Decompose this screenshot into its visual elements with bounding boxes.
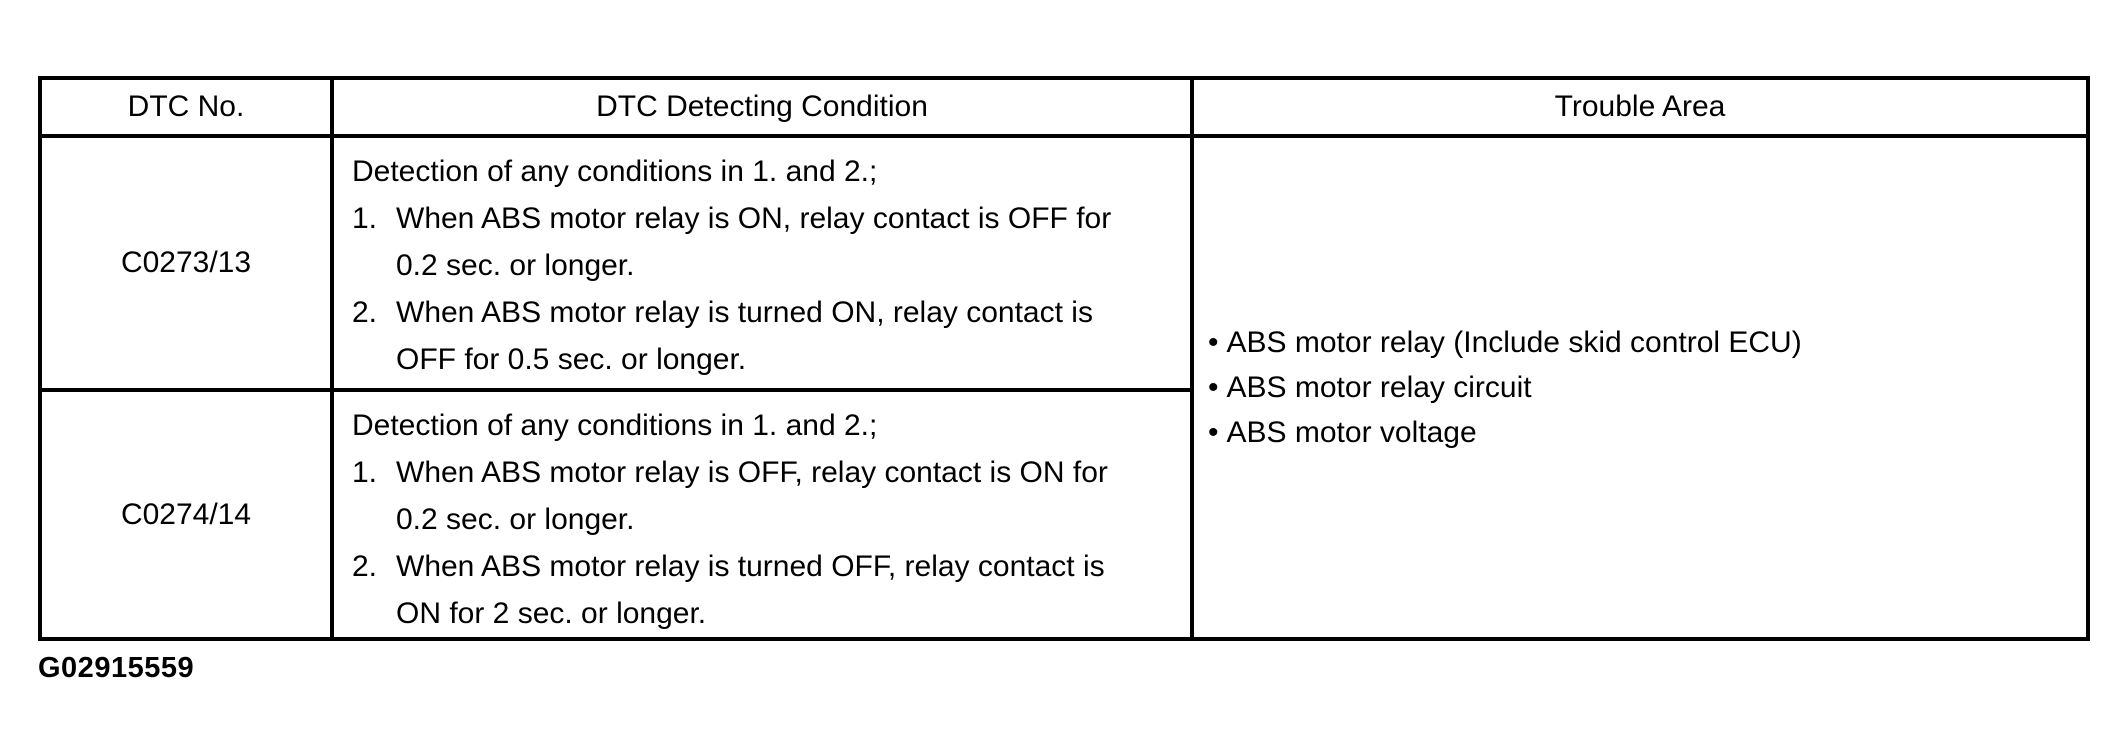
condition-intro: Detection of any conditions in 1. and 2.… [352, 155, 878, 188]
table-row: C0273/13 Detection of any conditions in … [38, 134, 2090, 641]
figure-id-label: G02915559 [38, 652, 195, 684]
condition-item-1: 1. When ABS motor relay is ON, relay con… [352, 195, 1174, 289]
condition-item-text: When ABS motor relay is OFF, relay conta… [396, 456, 1108, 536]
condition-item-1: 1. When ABS motor relay is OFF, relay co… [352, 449, 1174, 543]
trouble-area-list: ABS motor relay (Include skid control EC… [1208, 320, 2076, 455]
condition-item-text: When ABS motor relay is turned OFF, rela… [396, 550, 1105, 630]
condition-item-text: When ABS motor relay is ON, relay contac… [396, 202, 1112, 282]
dtc-number-c0273: C0273/13 [38, 134, 334, 392]
dtc-number-c0274: C0274/14 [38, 388, 334, 641]
condition-intro: Detection of any conditions in 1. and 2.… [352, 409, 878, 442]
trouble-area-item: ABS motor voltage [1208, 410, 2076, 455]
trouble-area-item: ABS motor relay circuit [1208, 365, 2076, 410]
table-row: C0274/14 Detection of any conditions in … [38, 388, 2088, 641]
condition-item-text: When ABS motor relay is turned ON, relay… [396, 296, 1093, 376]
condition-item-number: 2. [352, 296, 378, 329]
condition-item-number: 1. [352, 456, 378, 489]
condition-item-number: 1. [352, 202, 378, 235]
trouble-area-item: ABS motor relay (Include skid control EC… [1208, 320, 2076, 365]
condition-item-2: 2. When ABS motor relay is turned OFF, r… [352, 543, 1174, 637]
table-header-row: DTC No. DTC Detecting Condition Trouble … [38, 76, 2090, 138]
column-header-trouble-area: Trouble Area [1190, 76, 2090, 138]
condition-item-number: 2. [352, 550, 378, 583]
trouble-area-cell: ABS motor relay (Include skid control EC… [1190, 134, 2090, 641]
dtc-table: DTC No. DTC Detecting Condition Trouble … [38, 76, 2090, 641]
column-header-detecting-condition: DTC Detecting Condition [330, 76, 1194, 138]
column-header-dtc-no: DTC No. [38, 76, 334, 138]
detecting-condition-c0274: Detection of any conditions in 1. and 2.… [330, 388, 1194, 641]
condition-item-2: 2. When ABS motor relay is turned ON, re… [352, 289, 1174, 383]
detecting-condition-c0273: Detection of any conditions in 1. and 2.… [330, 134, 1194, 392]
